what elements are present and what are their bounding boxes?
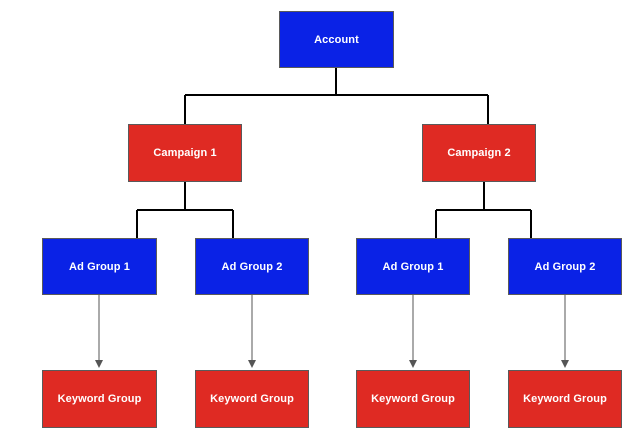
campaign-1-label: Campaign 1 [153,147,217,159]
keyword-group-node-3: Keyword Group [356,370,470,428]
ad-group-label: Ad Group 1 [69,260,130,273]
ad-group-node-4: Ad Group 2 [508,238,622,295]
connector-campaign-1-to-ad-groups [136,182,234,238]
ad-group-node-1: Ad Group 1 [42,238,157,295]
ad-group-label: Ad Group 1 [382,260,444,273]
ad-group-label: Ad Group 2 [221,260,283,273]
campaign-1-node: Campaign 1 [128,124,242,182]
account-node: Account [279,11,394,68]
ad-group-node-2: Ad Group 2 [195,238,309,295]
keyword-group-label: Keyword Group [57,393,142,405]
keyword-group-node-1: Keyword Group [42,370,157,428]
keyword-group-label: Keyword Group [371,393,455,405]
ad-group-node-3: Ad Group 1 [356,238,470,295]
keyword-group-label: Keyword Group [523,393,607,405]
connector-campaign-2-to-ad-groups [435,182,532,238]
ad-group-label: Ad Group 2 [534,260,596,273]
keyword-group-node-4: Keyword Group [508,370,622,428]
campaign-2-label: Campaign 2 [447,147,511,159]
campaign-2-node: Campaign 2 [422,124,536,182]
connector-account-to-campaigns [184,68,489,124]
keyword-group-node-2: Keyword Group [195,370,309,428]
keyword-group-label: Keyword Group [210,393,294,405]
account-label: Account [314,33,359,46]
